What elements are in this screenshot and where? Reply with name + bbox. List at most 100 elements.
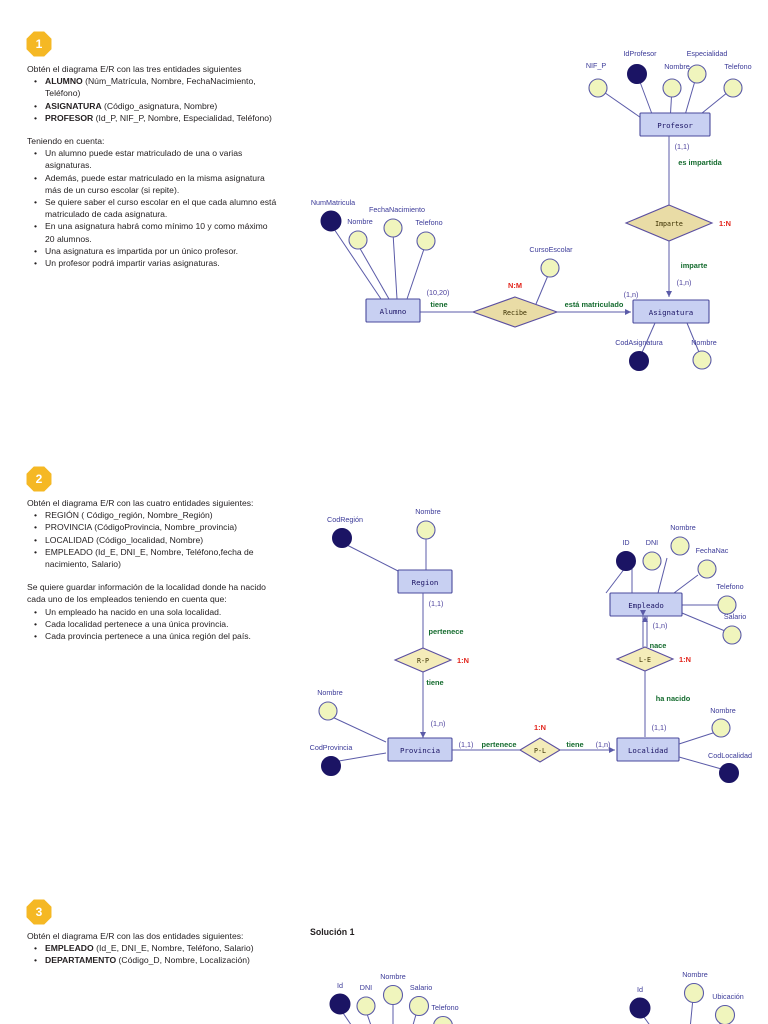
entity-provincia: Provincia	[387, 737, 453, 762]
attribute-d3-salario: Salario	[408, 983, 432, 1017]
attribute-label: Telefono	[716, 582, 743, 591]
bullet-icon: •	[34, 943, 38, 954]
attribute-label: Salario	[410, 983, 432, 992]
constraint-text: Un empleado ha nacido en una sola locali…	[45, 606, 222, 617]
bullet-icon: •	[34, 534, 38, 545]
attribute-label: Nombre	[691, 338, 717, 347]
edge-provincia-nombre	[329, 715, 387, 743]
relationship-recibe: Recibe N:M	[471, 281, 559, 328]
attribute-codlocalidad: CodLocalidad	[708, 751, 752, 783]
cardinality-label: (1,n)	[677, 278, 692, 287]
attribute-d3-id: Id	[329, 981, 351, 1015]
entity-label: Localidad	[628, 746, 668, 755]
attribute-profesor-nombre: Nombre	[662, 62, 690, 98]
attribute-cursoescolar: CursoEscolar	[529, 245, 573, 278]
verb-label: tiene	[426, 678, 443, 687]
list-item: •Un alumno puede estar matriculado de un…	[27, 147, 277, 171]
entity-attrs: (Código_asignatura, Nombre)	[104, 100, 218, 111]
attribute-label: DNI	[360, 983, 372, 992]
entity-name: REGIÓN	[45, 510, 79, 521]
list-item: •ASIGNATURA (Código_asignatura, Nombre)	[27, 100, 277, 112]
attribute-label: ID	[622, 538, 629, 547]
section-1-text: Obtén el diagrama E/R con las tres entid…	[27, 63, 277, 269]
entity-localidad: Localidad	[616, 737, 680, 762]
edge-asignatura-cod	[639, 322, 656, 358]
entity-name: DEPARTAMENTO	[45, 955, 117, 966]
section-2-constraints-title: Se quiere guardar información de la loca…	[27, 582, 266, 605]
section-badge-1: 1	[26, 31, 52, 57]
entity-attrs: (Código_localidad, Nombre)	[96, 534, 204, 545]
ratio-label: 1:N	[719, 219, 731, 228]
constraint-text: Cada localidad pertenece a una única pro…	[45, 618, 229, 629]
attribute-profesor-telefono: Telefono	[723, 62, 752, 98]
attribute-salario: Salario	[722, 612, 746, 645]
entity-empleado: Empleado	[609, 592, 683, 617]
diagram3-right-attribute-edges	[640, 997, 723, 1024]
edge-localidad-nombre	[678, 731, 717, 745]
entity-name: EMPLEADO	[45, 546, 93, 557]
entity-attrs: ( Código_región, Nombre_Región)	[81, 510, 213, 521]
bullet-icon: •	[34, 76, 38, 87]
attribute-alumno-telefono: Telefono	[415, 218, 443, 251]
verb-label: está matriculado	[565, 300, 624, 309]
list-item: •Cada localidad pertenece a una única pr…	[27, 618, 277, 630]
bullet-icon: •	[34, 606, 38, 617]
list-item: •LOCALIDAD (Código_localidad, Nombre)	[27, 534, 277, 546]
bullet-icon: •	[34, 631, 38, 642]
section-badge-3-label: 3	[35, 905, 43, 919]
solution-label: Solución 1	[310, 927, 355, 937]
attribute-label: Nombre	[347, 217, 373, 226]
diagram3-left-attribute-edges	[340, 1000, 418, 1024]
attribute-label: Id	[637, 985, 643, 994]
entity-name: ALUMNO	[45, 76, 83, 87]
verb-label: tiene	[430, 300, 447, 309]
bullet-icon: •	[34, 197, 38, 208]
verb-label: es impartida	[678, 158, 722, 167]
attribute-label: Nombre	[682, 970, 708, 979]
list-item: •DEPARTAMENTO (Código_D, Nombre, Localiz…	[27, 954, 277, 966]
cardinality-label: (1,1)	[429, 599, 444, 608]
list-item: •REGIÓN ( Código_región, Nombre_Región)	[27, 509, 277, 521]
constraint-text: Además, puede estar matriculado en la mi…	[45, 172, 265, 195]
verb-label: nace	[650, 641, 667, 650]
attribute-label: Nombre	[317, 688, 343, 697]
attribute-d3-ubicacion: Ubicación	[712, 992, 744, 1024]
attribute-label: Telefono	[431, 1003, 458, 1012]
section-1-intro: Obtén el diagrama E/R con las tres entid…	[27, 64, 242, 74]
er-diagram-2: CodRegión Nombre Region (1,1) pertenece …	[295, 485, 768, 785]
section-badge-3: 3	[26, 899, 52, 925]
attribute-d3-dep-nombre: Nombre	[682, 970, 708, 1004]
edge-localidad-cod	[678, 756, 726, 771]
constraint-text: Un profesor podrá impartir varias asigna…	[45, 258, 220, 269]
attribute-codasignatura: CodAsignatura	[615, 338, 663, 371]
section-1-constraints-title: Teniendo en cuenta:	[27, 136, 105, 147]
cardinality-label: (1,n)	[653, 621, 668, 630]
alumno-attribute-edges	[331, 225, 426, 300]
entity-label: Region	[412, 578, 439, 587]
attribute-label: Especialidad	[687, 49, 728, 58]
list-item: • Un empleado ha nacido en una sola local…	[27, 606, 277, 618]
attribute-label: CodRegión	[327, 515, 363, 524]
attribute-label: Telefono	[415, 218, 442, 227]
relationship-le: L-E 1:N	[615, 646, 691, 672]
list-item: •Un profesor podrá impartir varias asign…	[27, 257, 277, 269]
bullet-icon: •	[34, 172, 38, 183]
constraint-text: Una asignatura es impartida por un único…	[45, 245, 238, 256]
attribute-label: Nombre	[380, 972, 406, 981]
bullet-icon: •	[34, 522, 38, 533]
er-diagram-1: NIF_P IdProfesor Nombre Especialidad Tel…	[295, 30, 768, 375]
cardinality-label: (10,20)	[427, 288, 450, 297]
bullet-icon: •	[34, 245, 38, 256]
section-2-text: Obtén el diagrama E/R con las cuatro ent…	[27, 497, 277, 642]
relationship-rp: R-P 1:N	[393, 647, 469, 673]
constraint-text: Se quiere saber el curso escolar en el q…	[45, 197, 277, 220]
attribute-label: IdProfesor	[623, 49, 657, 58]
relationship-label: R-P	[417, 657, 429, 665]
section-badge-1-label: 1	[35, 37, 43, 51]
entity-attrs: (Núm_Matrícula, Nombre, FechaNacimiento,…	[45, 76, 256, 99]
verb-label: pertenece	[429, 627, 464, 636]
section-badge-2: 2	[26, 466, 52, 492]
bullet-icon: •	[34, 221, 38, 232]
attribute-label: Nombre	[710, 706, 736, 715]
relationship-label: Recibe	[503, 309, 527, 317]
